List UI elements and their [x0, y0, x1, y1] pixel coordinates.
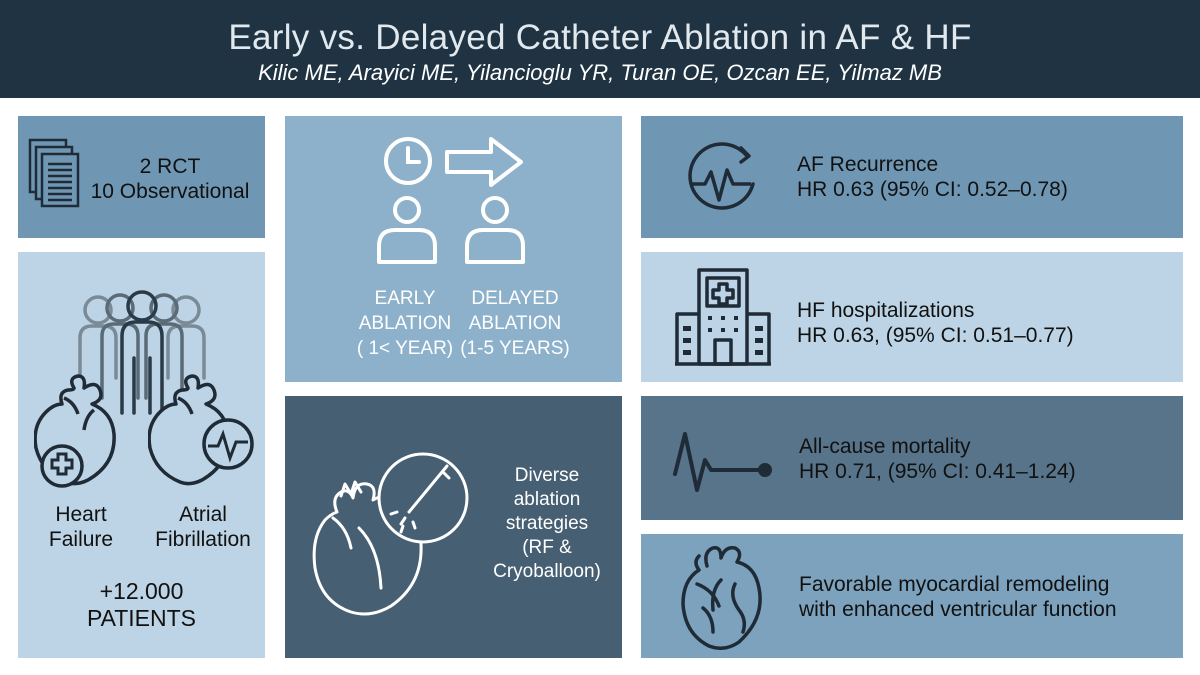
studies-panel: 2 RCT 10 Observational [18, 116, 265, 238]
page-title: Early vs. Delayed Catheter Ablation in A… [228, 18, 972, 57]
early-label-line3: ( 1< YEAR) [356, 338, 454, 359]
af-label-line2: Fibrillation [155, 528, 251, 551]
heart-catheter-icon [312, 452, 469, 616]
heart-ecg-icon [148, 374, 254, 486]
ecg-flatline-icon [673, 432, 772, 492]
hf-label-line1: Heart [55, 503, 107, 526]
af-recurrence-title: AF Recurrence [797, 153, 939, 176]
person-icon [465, 196, 525, 264]
remodeling-line1: Favorable myocardial remodeling [799, 573, 1110, 596]
delayed-label-line3: (1-5 YEARS) [460, 338, 570, 359]
observational-count: 10 Observational [90, 180, 250, 203]
remodeling-line2: with enhanced ventricular function [799, 598, 1117, 621]
early-label-line1: EARLY [374, 288, 436, 309]
author-list: Kilic ME, Arayici ME, Yilancioglu YR, Tu… [258, 60, 942, 85]
anatomical-heart-icon [681, 545, 762, 650]
strategy-line4: (RF & [522, 537, 572, 558]
patient-count-label: PATIENTS [86, 605, 197, 631]
clock-icon [384, 137, 432, 185]
person-icon [377, 196, 437, 264]
arrow-right-icon [445, 137, 523, 187]
mortality-title: All-cause mortality [799, 435, 971, 458]
af-recurrence-panel: AF Recurrence HR 0.63 (95% CI: 0.52–0.78… [641, 116, 1183, 238]
patient-count: +12.000 [99, 578, 184, 604]
hospital-icon [675, 268, 771, 366]
heart-rate-cycle-icon [688, 142, 755, 210]
people-group-icon [78, 290, 206, 415]
hf-hospitalization-hr: HR 0.63, (95% CI: 0.51–0.77) [797, 324, 1074, 347]
strategy-line5: Cryoballoon) [493, 561, 601, 582]
strategy-line3: strategies [505, 513, 589, 534]
af-label-line1: Atrial [179, 503, 227, 526]
remodeling-panel: Favorable myocardial remodeling with enh… [641, 534, 1183, 658]
af-recurrence-hr: HR 0.63 (95% CI: 0.52–0.78) [797, 178, 1068, 201]
population-panel: Heart Failure Atrial Fibrillation +12.00… [18, 252, 265, 658]
delayed-label-line1: DELAYED [471, 288, 559, 309]
early-label-line2: ABLATION [358, 313, 452, 334]
delayed-label-line2: ABLATION [468, 313, 562, 334]
hf-hospitalization-title: HF hospitalizations [797, 299, 975, 322]
hf-label-line2: Failure [48, 528, 114, 551]
heart-plus-icon [34, 374, 116, 488]
hf-hospitalization-panel: HF hospitalizations HR 0.63, (95% CI: 0.… [641, 252, 1183, 382]
strategy-line2: ablation [513, 489, 581, 510]
mortality-hr: HR 0.71, (95% CI: 0.41–1.24) [799, 460, 1076, 483]
documents-icon [28, 138, 80, 208]
rct-count: 2 RCT [139, 155, 201, 178]
strategy-line1: Diverse [514, 465, 580, 486]
header-banner: Early vs. Delayed Catheter Ablation in A… [0, 0, 1200, 98]
ablation-timing-panel: EARLY ABLATION ( 1< YEAR) DELAYED ABLATI… [285, 116, 622, 382]
mortality-panel: All-cause mortality HR 0.71, (95% CI: 0.… [641, 396, 1183, 520]
ablation-strategy-panel: Diverse ablation strategies (RF & Cryoba… [285, 396, 622, 658]
